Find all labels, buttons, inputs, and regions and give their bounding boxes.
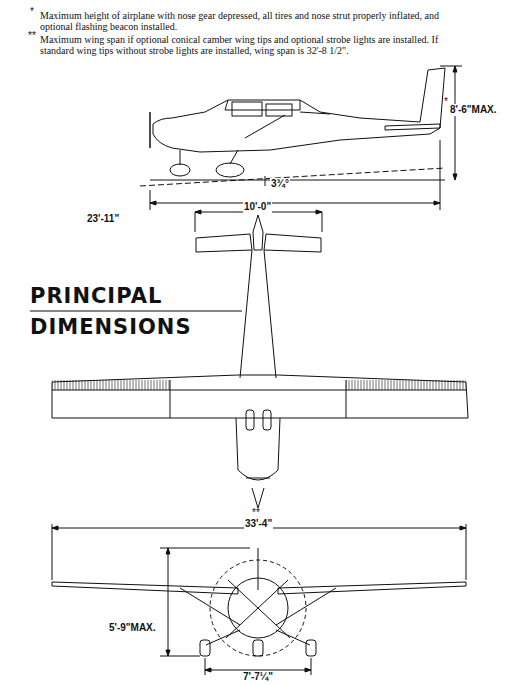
footnote: Maximum height of airplane with nose gea…	[40, 10, 460, 32]
dimension: 8'-6"MAX.	[449, 104, 498, 116]
top-view	[52, 210, 468, 508]
title: PRINCIPAL DIMENSIONS	[30, 281, 205, 343]
side-view	[140, 66, 462, 210]
dimension: 7'-7¼"	[242, 671, 274, 683]
footnote-mark: *	[444, 96, 448, 108]
dimension: 23'-11"	[86, 213, 120, 225]
footnote-mark: *	[30, 6, 34, 18]
footnote-mark: **	[28, 30, 36, 42]
dimension: 33'-4"	[244, 518, 273, 530]
dimension: 5'-9"MAX.	[108, 622, 157, 634]
footnote: Maximum wing span if optional conical ca…	[40, 34, 460, 56]
dimension: 10'-0"	[243, 201, 272, 213]
dimension: 3¾°	[270, 178, 290, 190]
front-view	[52, 524, 466, 675]
